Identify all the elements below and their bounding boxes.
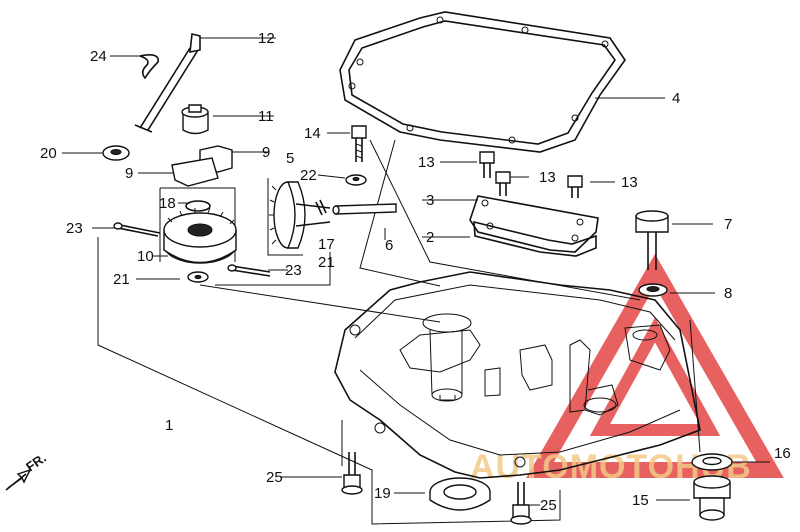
leader-lines: [62, 37, 770, 525]
small-washer-part: [345, 174, 367, 186]
callout-1: 1: [165, 417, 173, 434]
callout-17: 17: [318, 236, 335, 253]
bolt-part-13a: [479, 151, 495, 178]
callout-12: 12: [258, 30, 275, 47]
bolt-part-14: [351, 125, 367, 162]
callout-24: 24: [90, 48, 107, 65]
callout-7: 7: [724, 216, 732, 233]
washer-part: [102, 145, 130, 161]
o-ring-part: [638, 283, 668, 297]
callout-4: 4: [672, 90, 680, 107]
cap-part: [181, 104, 209, 135]
governor-gear-part: [163, 207, 237, 264]
callout-9-upper: 9: [262, 144, 270, 161]
callout-5: 5: [286, 150, 294, 167]
oil-cap-part: [635, 210, 669, 270]
bolt-part-13b: [495, 171, 511, 196]
callout-25-right: 25: [540, 497, 557, 514]
callout-23-left: 23: [66, 220, 83, 237]
bolt-part-13c: [567, 175, 583, 198]
bracket-part: [171, 145, 233, 187]
callout-2: 2: [426, 229, 434, 246]
watermark-logo: AUTOMOTOHUB: [470, 253, 784, 486]
callout-25-left: 25: [266, 469, 283, 486]
callout-18: 18: [159, 195, 176, 212]
shaft-part: [332, 203, 397, 215]
drain-washer-part: [691, 453, 733, 471]
spring-clip-part: [315, 199, 327, 216]
callout-15: 15: [632, 492, 649, 509]
callout-13-a: 13: [418, 154, 435, 171]
oil-pump-gear-part: [269, 181, 331, 249]
bolt-part-25b: [510, 482, 532, 525]
callout-21-right: 21: [318, 254, 335, 271]
callout-13-c: 13: [621, 174, 638, 191]
callout-labels: 1 2 3 4 5 6 7 8 9 9 10 11 12 13 13 13 14…: [40, 30, 791, 514]
lever-part: [134, 33, 201, 133]
bolt-part-25a: [341, 452, 363, 495]
callout-9-lower: 9: [125, 165, 133, 182]
crankcase-body: [334, 271, 701, 479]
callout-16: 16: [774, 445, 791, 462]
callout-20: 20: [40, 145, 57, 162]
callout-6: 6: [385, 237, 393, 254]
callout-3: 3: [426, 192, 434, 209]
pin-part-right: [227, 264, 271, 277]
gear-washer-part: [187, 271, 209, 283]
callout-21-left: 21: [113, 271, 130, 288]
front-direction-indicator: FR.: [5, 450, 49, 491]
callout-11: 11: [258, 108, 274, 125]
cover-plate-part: [469, 195, 599, 257]
oil-seal-part: [429, 477, 491, 511]
callout-13-b: 13: [539, 169, 556, 186]
gasket-part: [339, 11, 626, 153]
pin-part-left: [113, 222, 161, 237]
callout-14: 14: [304, 125, 321, 142]
callout-19: 19: [374, 485, 391, 502]
callout-10: 10: [137, 248, 154, 265]
drain-plug-part: [693, 475, 731, 521]
callout-22: 22: [300, 167, 317, 184]
callout-23-right: 23: [285, 262, 302, 279]
clip-part: [139, 54, 159, 80]
snap-ring-part: [185, 200, 211, 212]
callout-8: 8: [724, 285, 732, 302]
